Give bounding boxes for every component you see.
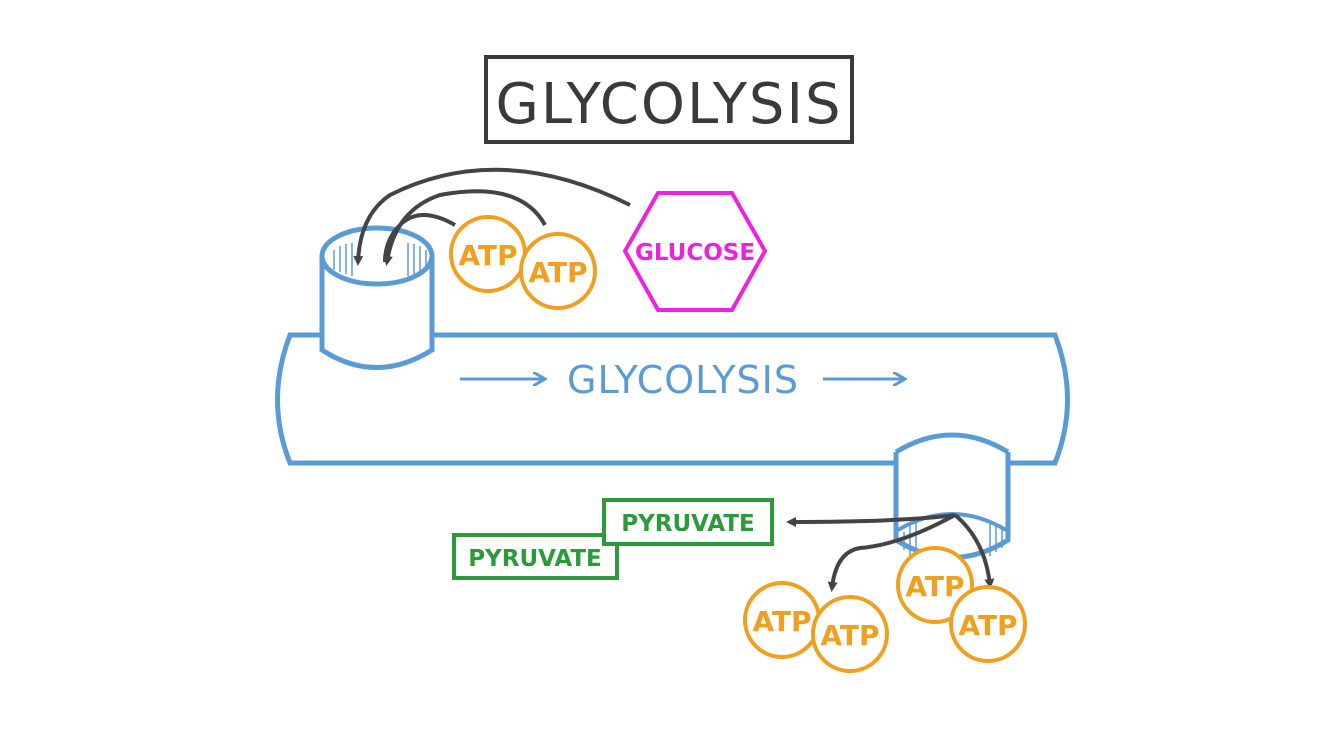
atp-right-arrow xyxy=(953,513,995,589)
pipe-label: GLYCOLYSIS xyxy=(567,358,799,402)
output-atp-label: ATP xyxy=(905,570,964,603)
pyruvate-label: PYRUVATE xyxy=(468,546,602,572)
input-cylinder xyxy=(319,225,435,370)
page-title: GLYCOLYSIS xyxy=(495,72,842,137)
glucose-label: GLUCOSE xyxy=(635,240,755,266)
glycolysis-pipe: GLYCOLYSIS xyxy=(275,332,1070,466)
output-cylinder xyxy=(893,432,1011,560)
output-atp-label: ATP xyxy=(820,619,879,652)
input-atp-label: ATP xyxy=(458,239,517,272)
output-atp-group: ATP ATP ATP ATP xyxy=(743,546,1027,673)
pyruvate-arrow xyxy=(786,513,956,527)
atp-left-arrow xyxy=(827,513,956,592)
pyruvate-group: PYRUVATE PYRUVATE xyxy=(452,498,774,580)
glucose-hexagon: GLUCOSE xyxy=(622,191,768,312)
output-atp-label: ATP xyxy=(752,605,811,638)
pyruvate-label: PYRUVATE xyxy=(621,511,755,537)
input-atp-group: ATP ATP xyxy=(449,215,597,310)
output-atp-label: ATP xyxy=(958,609,1017,642)
glucose-arrow xyxy=(353,167,631,266)
atp-arrow-inner xyxy=(383,213,456,263)
input-arrows xyxy=(353,167,631,266)
output-arrows xyxy=(786,513,995,592)
title-box: GLYCOLYSIS xyxy=(484,55,854,144)
input-atp-label: ATP xyxy=(528,256,587,289)
